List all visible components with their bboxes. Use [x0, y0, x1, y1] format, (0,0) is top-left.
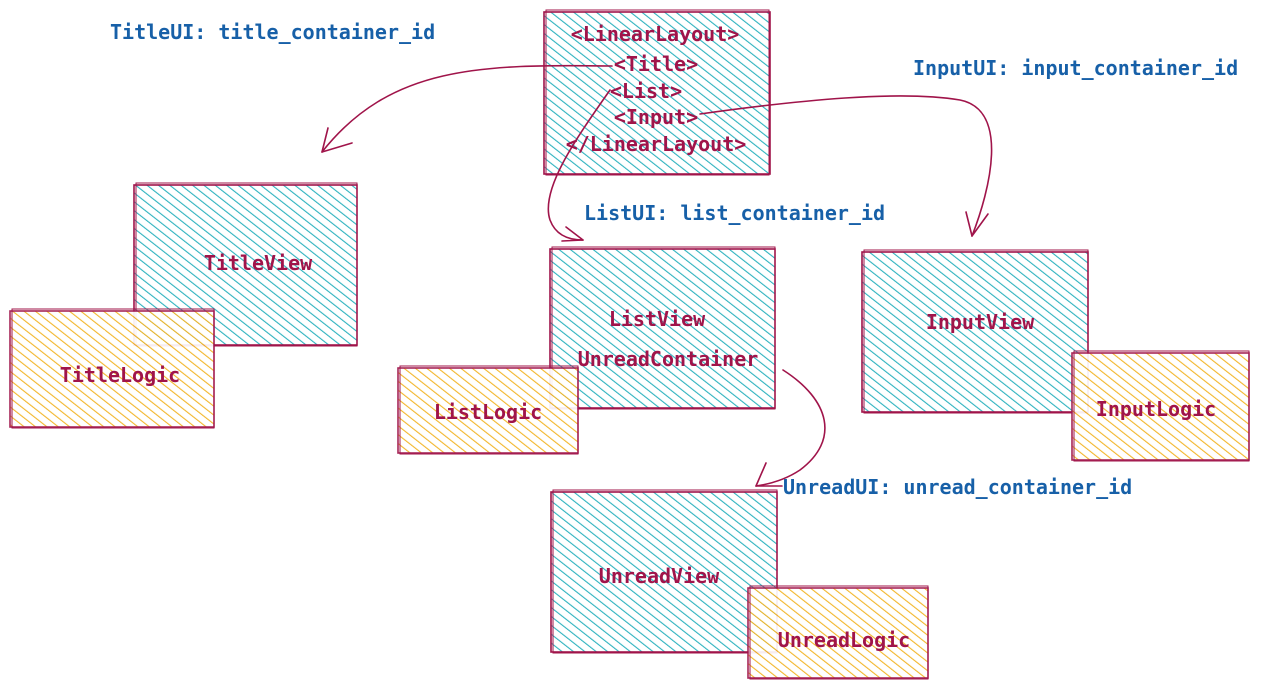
unread-ui-label: UnreadUI: unread_container_id [783, 475, 1133, 499]
input-logic-label: InputLogic [1095, 397, 1217, 421]
arrow-list [547, 89, 611, 242]
arrow-title [321, 64, 613, 153]
layout-line-linearlayout-close: </LinearLayout> [565, 132, 747, 156]
layout-line-input: <Input> [613, 105, 699, 129]
layout-line-list: <List> [609, 79, 683, 103]
list-ui-label: ListUI: list_container_id [584, 201, 886, 225]
unread-logic-label: UnreadLogic [777, 628, 911, 652]
unread-logic-box [747, 585, 929, 680]
title-ui-label: TitleUI: title_container_id [110, 20, 436, 44]
list-view-label: ListView [608, 307, 706, 331]
unread-view-label: UnreadView [598, 564, 720, 588]
list-logic-box [397, 365, 579, 455]
unread-container-label: UnreadContainer [577, 347, 759, 371]
linear-layout-box [543, 9, 771, 176]
title-view-label: TitleView [203, 251, 313, 275]
layout-line-linearlayout-open: <LinearLayout> [570, 22, 740, 46]
input-ui-label: InputUI: input_container_id [913, 56, 1239, 80]
arrow-input [699, 95, 993, 237]
list-view-box [549, 246, 776, 410]
input-view-box [861, 249, 1089, 414]
unread-view-box [550, 489, 778, 654]
list-logic-label: ListLogic [433, 400, 543, 424]
title-logic-box [9, 308, 215, 429]
arrow-unread [755, 369, 826, 487]
input-view-label: InputView [925, 310, 1035, 334]
title-logic-label: TitleLogic [59, 363, 181, 387]
layout-line-title: <Title> [613, 52, 699, 76]
input-logic-box [1071, 350, 1250, 462]
